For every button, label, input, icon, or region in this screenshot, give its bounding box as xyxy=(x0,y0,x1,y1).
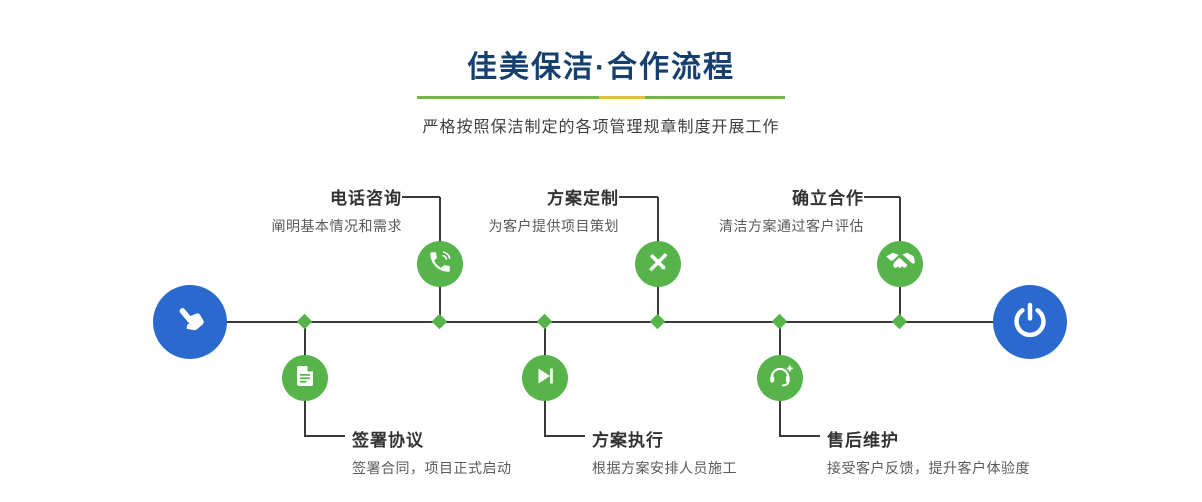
power-icon xyxy=(1011,301,1049,344)
timeline-marker xyxy=(891,313,908,330)
step-circle-agreement xyxy=(282,355,328,401)
step-circle-aftersale xyxy=(757,355,803,401)
timeline-marker xyxy=(296,313,313,330)
timeline-line xyxy=(190,321,1030,323)
step-title: 售后维护 xyxy=(827,431,899,450)
document-icon xyxy=(293,364,317,393)
timeline-marker xyxy=(431,313,448,330)
step-desc: 为客户提供项目策划 xyxy=(488,218,619,234)
timeline-connector xyxy=(305,435,345,437)
page-title: 佳美保洁·合作流程 xyxy=(467,51,735,84)
step-title: 电话咨询 xyxy=(330,189,402,208)
step-cooperation: 确立合作 清洁方案通过客户评估 xyxy=(719,184,864,236)
step-design: 方案定制 为客户提供项目策划 xyxy=(489,184,620,236)
step-aftersale: 售后维护 接受客户反馈，提升客户体验度 xyxy=(827,426,1030,478)
timeline-connector xyxy=(402,196,440,198)
title-divider xyxy=(417,96,785,99)
step-execution: 方案执行 根据方案安排人员施工 xyxy=(592,426,737,478)
step-circle-design xyxy=(635,241,681,287)
step-title: 签署协议 xyxy=(352,431,424,450)
timeline-connector xyxy=(545,435,585,437)
title-divider-accent xyxy=(599,96,645,99)
timeline-connector xyxy=(780,435,820,437)
step-desc: 阐明基本情况和需求 xyxy=(271,218,402,234)
step-circle-cooperation xyxy=(877,241,923,287)
timeline-connector xyxy=(619,196,658,198)
timeline-connector xyxy=(864,196,900,198)
timeline-marker xyxy=(771,313,788,330)
timeline-marker xyxy=(536,313,553,330)
play-icon xyxy=(533,364,557,393)
step-desc: 接受客户反馈，提升客户体验度 xyxy=(827,460,1030,476)
handshake-icon xyxy=(885,247,915,282)
page-subtitle: 严格按照保洁制定的各项管理规章制度开展工作 xyxy=(422,119,780,136)
headset-icon xyxy=(767,363,793,394)
step-circle-execution xyxy=(522,355,568,401)
timeline-marker xyxy=(649,313,666,330)
step-desc: 清洁方案通过客户评估 xyxy=(719,218,864,234)
step-desc: 根据方案安排人员施工 xyxy=(592,460,737,476)
design-icon xyxy=(645,249,671,280)
start-node xyxy=(153,285,227,359)
step-circle-phone xyxy=(417,241,463,287)
end-node xyxy=(993,285,1067,359)
step-phone: 电话咨询 阐明基本情况和需求 xyxy=(272,184,403,236)
step-desc: 签署合同，项目正式启动 xyxy=(352,460,512,476)
step-agreement: 签署协议 签署合同，项目正式启动 xyxy=(352,426,512,478)
step-title: 方案定制 xyxy=(547,189,619,208)
step-title: 方案执行 xyxy=(592,431,664,450)
phone-icon xyxy=(427,249,453,280)
step-title: 确立合作 xyxy=(792,189,864,208)
hand-pointer-icon xyxy=(171,301,209,344)
